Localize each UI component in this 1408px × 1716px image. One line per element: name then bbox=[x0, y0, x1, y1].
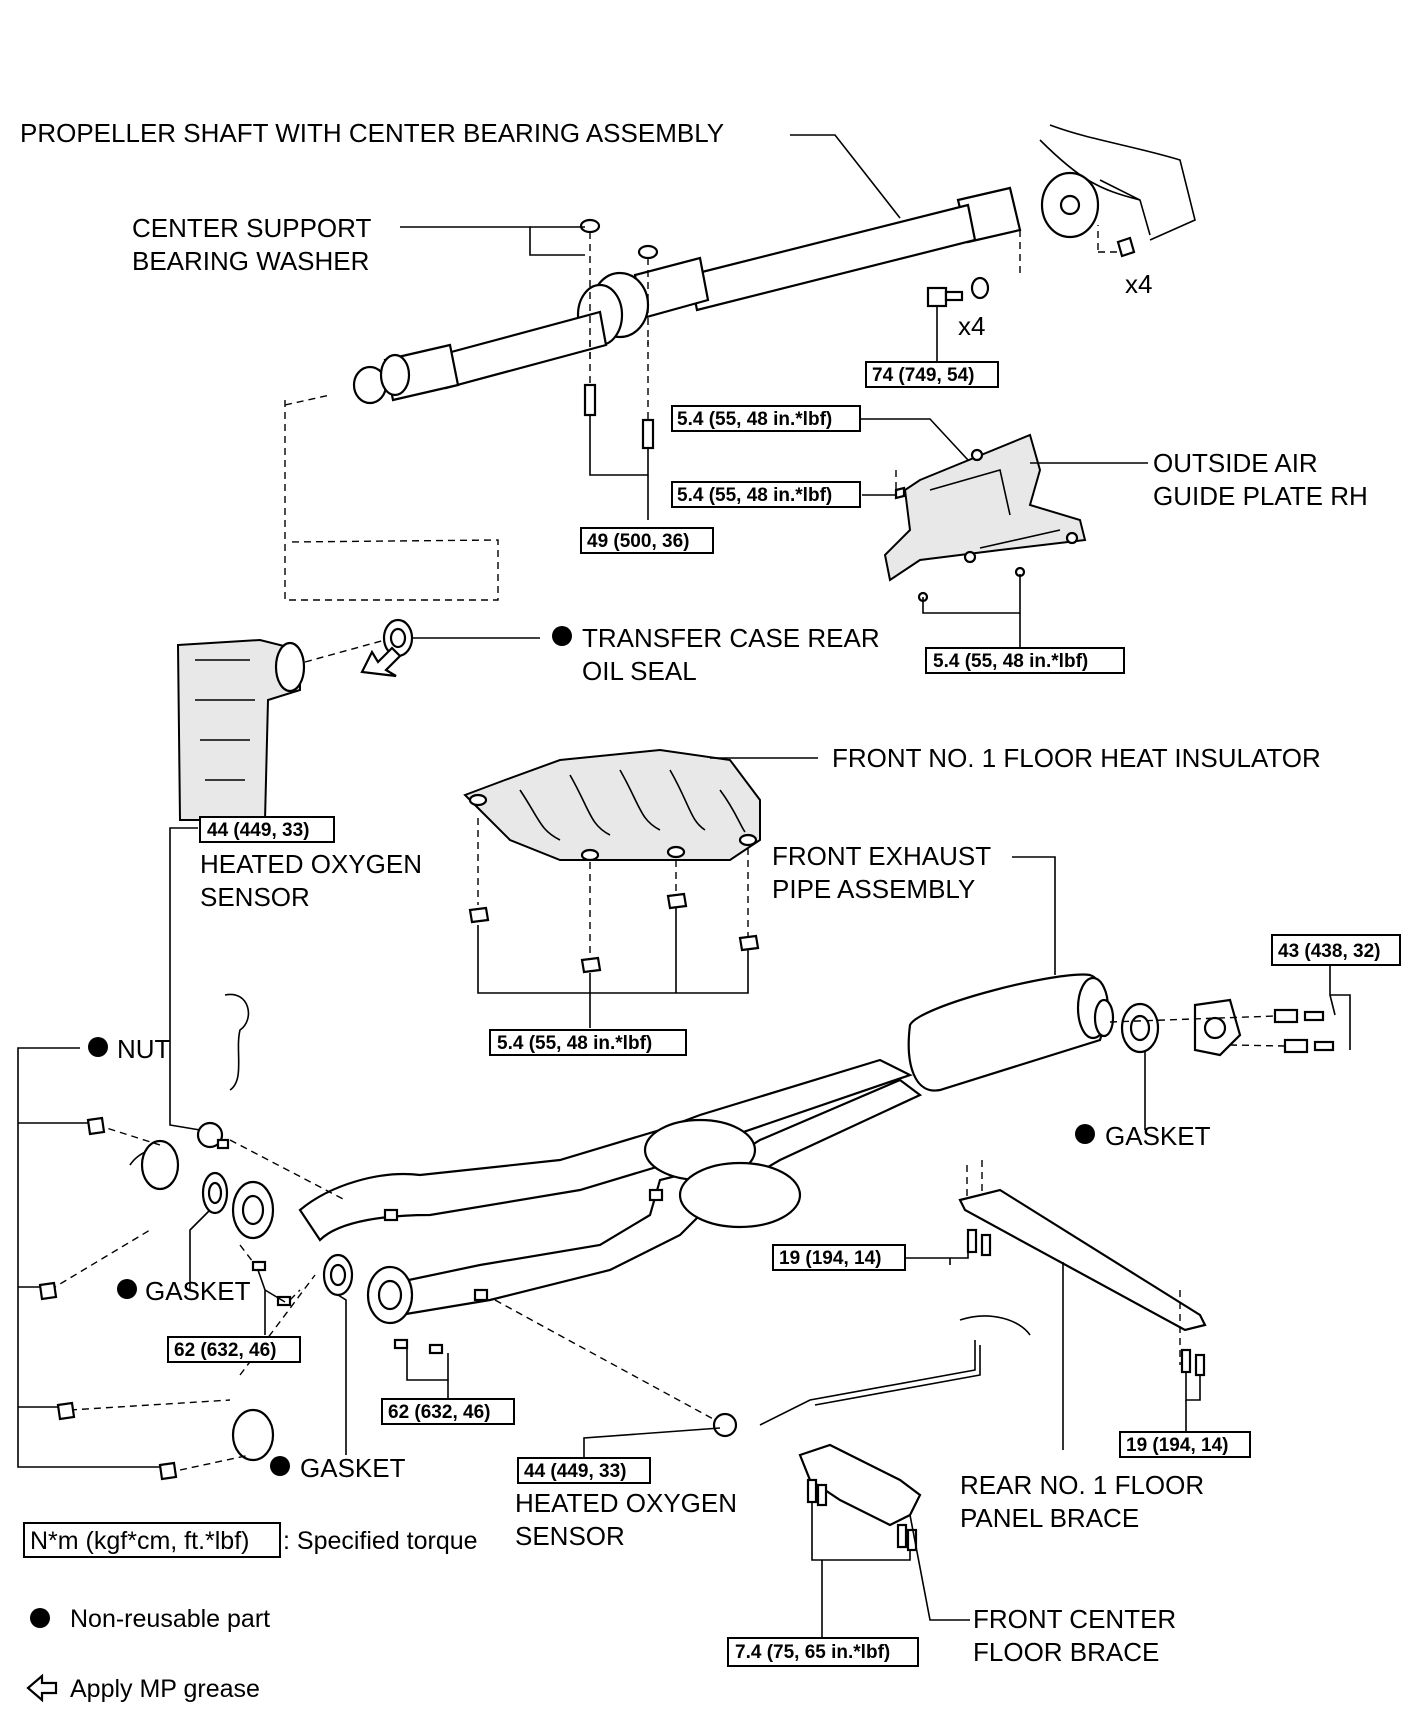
nonreusable-icon bbox=[270, 1456, 290, 1476]
nonreusable-icon bbox=[1075, 1124, 1095, 1144]
torque-44-a: 44 (449, 33) bbox=[199, 816, 335, 843]
svg-text:62 (632, 46): 62 (632, 46) bbox=[174, 1340, 276, 1361]
exhaust-manifolds bbox=[38, 1116, 354, 1481]
label-heated-o2-a-1: HEATED OXYGEN bbox=[200, 849, 422, 879]
label-floor-insulator: FRONT NO. 1 FLOOR HEAT INSULATOR bbox=[832, 743, 1321, 773]
legend-grease: Apply MP grease bbox=[70, 1675, 260, 1703]
torque-74: 74 (749, 54) bbox=[865, 361, 999, 388]
label-heated-o2-b-2: SENSOR bbox=[515, 1521, 625, 1551]
propeller-shaft bbox=[352, 124, 1196, 405]
label-front-brace-1: FRONT CENTER bbox=[973, 1604, 1176, 1634]
svg-text:5.4 (55, 48 in.*lbf): 5.4 (55, 48 in.*lbf) bbox=[677, 485, 832, 506]
label-front-brace-2: FLOOR BRACE bbox=[973, 1637, 1159, 1667]
svg-text:74 (749, 54): 74 (749, 54) bbox=[872, 365, 974, 386]
front-center-brace bbox=[798, 1443, 922, 1552]
torque-19-b: 19 (194, 14) bbox=[1119, 1431, 1251, 1458]
grease-arrow-icon bbox=[26, 1673, 58, 1703]
label-nut: NUT bbox=[117, 1034, 171, 1064]
grease-arrow-icon bbox=[360, 646, 402, 678]
rear-flange-set bbox=[1109, 998, 1335, 1057]
svg-text:49 (500, 36): 49 (500, 36) bbox=[587, 531, 689, 552]
label-rear-brace-2: PANEL BRACE bbox=[960, 1503, 1139, 1533]
label-transfer-seal-2: OIL SEAL bbox=[582, 656, 697, 686]
svg-text:44 (449, 33): 44 (449, 33) bbox=[207, 820, 309, 841]
nonreusable-icon bbox=[30, 1608, 50, 1628]
svg-text:5.4 (55, 48 in.*lbf): 5.4 (55, 48 in.*lbf) bbox=[677, 409, 832, 430]
label-outside-air-1: OUTSIDE AIR bbox=[1153, 448, 1318, 478]
label-rear-brace-1: REAR NO. 1 FLOOR bbox=[960, 1470, 1204, 1500]
oxygen-sensor-lower bbox=[494, 1299, 1031, 1438]
nonreusable-icon bbox=[88, 1037, 108, 1057]
label-propeller-shaft: PROPELLER SHAFT WITH CENTER BEARING ASSE… bbox=[20, 118, 724, 148]
flange-bolts bbox=[926, 225, 1136, 308]
torque-62-a: 62 (632, 46) bbox=[167, 1336, 301, 1363]
svg-text:43 (438, 32): 43 (438, 32) bbox=[1278, 941, 1380, 962]
label-front-exhaust-2: PIPE ASSEMBLY bbox=[772, 874, 975, 904]
torque-5-4-b: 5.4 (55, 48 in.*lbf) bbox=[671, 481, 861, 508]
center-bolts bbox=[583, 340, 655, 450]
label-front-exhaust-1: FRONT EXHAUST bbox=[772, 841, 991, 871]
outside-air-guide-plate bbox=[883, 433, 1087, 603]
svg-text:19 (194, 14): 19 (194, 14) bbox=[1126, 1435, 1228, 1456]
floor-heat-insulator bbox=[463, 748, 761, 862]
svg-text:5.4 (55, 48 in.*lbf): 5.4 (55, 48 in.*lbf) bbox=[933, 651, 1088, 672]
legend-nonreusable: Non-reusable part bbox=[70, 1605, 270, 1633]
svg-text:7.4 (75, 65 in.*lbf): 7.4 (75, 65 in.*lbf) bbox=[735, 1642, 890, 1663]
front-exhaust-pipe bbox=[231, 973, 1115, 1325]
label-x4-b: x4 bbox=[1125, 269, 1152, 299]
label-gasket-right: GASKET bbox=[1105, 1121, 1211, 1151]
transfer-case bbox=[176, 394, 499, 821]
torque-49: 49 (500, 36) bbox=[580, 527, 714, 554]
rear-floor-brace bbox=[958, 1160, 1207, 1377]
torque-5-4-d: 5.4 (55, 48 in.*lbf) bbox=[489, 1029, 687, 1056]
label-gasket-lower: GASKET bbox=[300, 1453, 406, 1483]
legend-torque-text: : Specified torque bbox=[283, 1527, 478, 1555]
torque-7-4: 7.4 (75, 65 in.*lbf) bbox=[727, 1637, 919, 1667]
label-gasket-left: GASKET bbox=[145, 1276, 251, 1306]
torque-19-a: 19 (194, 14) bbox=[772, 1244, 906, 1271]
label-center-support-1: CENTER SUPPORT bbox=[132, 213, 371, 243]
svg-text:5.4 (55, 48 in.*lbf): 5.4 (55, 48 in.*lbf) bbox=[497, 1033, 652, 1054]
svg-text:44 (449, 33): 44 (449, 33) bbox=[524, 1461, 626, 1482]
label-transfer-seal-1: TRANSFER CASE REAR bbox=[582, 623, 880, 653]
insulator-nuts bbox=[468, 818, 760, 974]
label-center-support-2: BEARING WASHER bbox=[132, 246, 369, 276]
label-x4-a: x4 bbox=[958, 311, 985, 341]
label-heated-o2-a-2: SENSOR bbox=[200, 882, 310, 912]
center-support-washers bbox=[579, 218, 659, 360]
torque-62-b: 62 (632, 46) bbox=[381, 1398, 515, 1425]
leader-lines bbox=[17, 134, 1351, 1638]
svg-text:19 (194, 14): 19 (194, 14) bbox=[779, 1248, 881, 1269]
torque-5-4-c: 5.4 (55, 48 in.*lbf) bbox=[925, 647, 1125, 674]
torque-44-b: 44 (449, 33) bbox=[517, 1457, 651, 1484]
torque-43: 43 (438, 32) bbox=[1271, 934, 1401, 966]
legend-torque-box: N*m (kgf*cm, ft.*lbf) bbox=[30, 1527, 249, 1555]
nonreusable-icon bbox=[552, 626, 572, 646]
oxygen-sensor-upper bbox=[196, 993, 346, 1201]
torque-5-4-a: 5.4 (55, 48 in.*lbf) bbox=[671, 405, 861, 432]
label-outside-air-2: GUIDE PLATE RH bbox=[1153, 481, 1368, 511]
nonreusable-icon bbox=[117, 1279, 137, 1299]
label-heated-o2-b-1: HEATED OXYGEN bbox=[515, 1488, 737, 1518]
legend: N*m (kgf*cm, ft.*lbf) : Specified torque… bbox=[23, 1522, 478, 1703]
svg-text:62 (632, 46): 62 (632, 46) bbox=[388, 1402, 490, 1423]
